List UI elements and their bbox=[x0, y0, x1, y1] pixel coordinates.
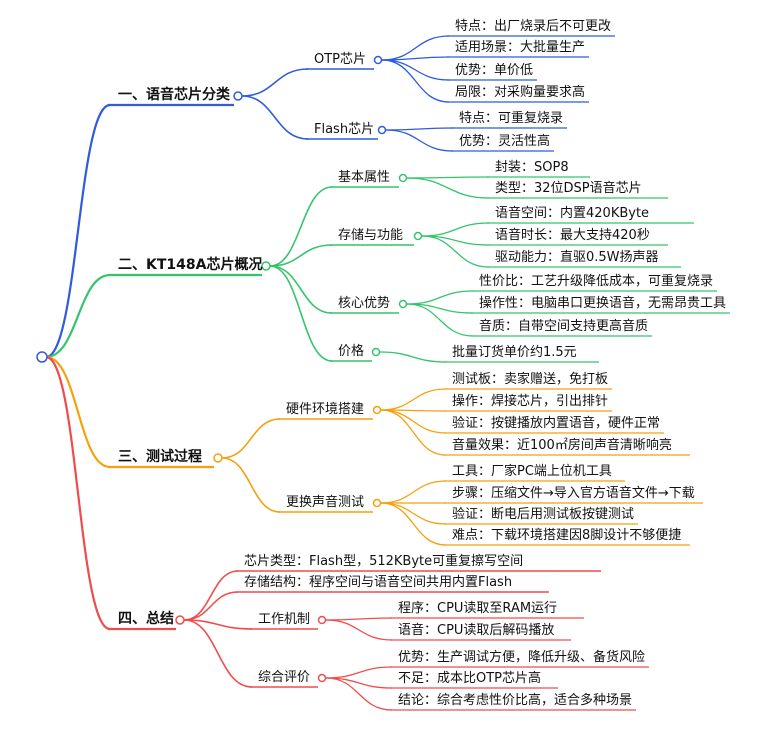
connector-line bbox=[269, 244, 333, 267]
node-collapse-toggle[interactable] bbox=[371, 347, 381, 357]
leaf-label: 优势：生产调试方便，降低升级、备货风险 bbox=[398, 650, 646, 665]
connector-line bbox=[269, 265, 333, 314]
leaf-label: 语音时长：最大支持420秒 bbox=[495, 228, 650, 243]
connector-line bbox=[45, 273, 111, 359]
leaf-label: 性价比：工艺升级降低成本，可重复烧录 bbox=[479, 274, 714, 289]
connector-line bbox=[406, 177, 490, 199]
connector-line bbox=[380, 409, 447, 456]
leaf-label: 语音：CPU读取后解码播放 bbox=[398, 623, 555, 638]
node-collapse-toggle[interactable] bbox=[398, 299, 408, 309]
leaf-label: 音量效果：近100㎡房间声音清晰响亮 bbox=[452, 438, 672, 453]
connector-line bbox=[269, 186, 333, 267]
branch-label: 核心优势 bbox=[338, 296, 391, 311]
leaf-label: 局限：对采购量要求高 bbox=[455, 85, 586, 100]
leaf-label: 测试板：卖家赠送，免打板 bbox=[452, 372, 609, 387]
connector-line bbox=[269, 265, 333, 362]
leaf-label: 特点：出厂烧录后不可更改 bbox=[455, 19, 612, 34]
connector-line bbox=[45, 103, 111, 359]
connector-line bbox=[385, 129, 454, 152]
leaf-label: 优势：灵活性高 bbox=[459, 134, 551, 149]
branch-label: OTP芯片 bbox=[314, 52, 367, 67]
connector-line bbox=[380, 409, 447, 434]
connector-line bbox=[380, 502, 447, 546]
section-label-1: 一、语音芯片分类 bbox=[118, 87, 230, 103]
leaf-label: 操作性：电脑串口更换语音，无需昂贵工具 bbox=[479, 296, 727, 311]
leaf-label: 优势：单价低 bbox=[455, 63, 534, 78]
connector-line bbox=[421, 235, 490, 268]
connector-line bbox=[379, 351, 447, 363]
node-collapse-toggle[interactable] bbox=[372, 498, 382, 508]
leaf-label: 验证：按键播放内置语音，硬件正常 bbox=[452, 416, 661, 431]
branch-label: 综合评价 bbox=[258, 670, 311, 685]
connector-line bbox=[381, 35, 450, 61]
section-label-3: 三、测试过程 bbox=[118, 449, 202, 465]
connector-line bbox=[406, 290, 474, 305]
branch-label: 存储结构：程序空间与语音空间共用内置Flash bbox=[244, 575, 513, 590]
node-collapse-toggle[interactable] bbox=[317, 673, 327, 683]
connector-line bbox=[381, 59, 450, 81]
leaf-label: 结论：综合考虑性价比高，适合多种场景 bbox=[398, 693, 633, 708]
node-collapse-toggle[interactable] bbox=[373, 55, 383, 65]
leaf-label: 难点：下载环境搭建因8脚设计不够便捷 bbox=[452, 528, 682, 543]
section-label-4: 四、总结 bbox=[118, 611, 174, 627]
connector-line bbox=[241, 95, 309, 140]
node-collapse-toggle[interactable] bbox=[377, 125, 387, 135]
branch-label: 硬件环境搭建 bbox=[286, 402, 365, 417]
branch-label: 工作机制 bbox=[258, 612, 311, 627]
branch-label: 存储与功能 bbox=[338, 228, 404, 243]
connector-line bbox=[325, 666, 393, 679]
leaf-label: 工具：厂家PC端上位机工具 bbox=[452, 464, 612, 479]
node-collapse-toggle[interactable] bbox=[213, 453, 223, 463]
node-collapse-toggle[interactable] bbox=[261, 261, 271, 271]
leaf-label: 类型：32位DSP语音芯片 bbox=[495, 181, 642, 196]
branch-label: 更换声音测试 bbox=[286, 495, 365, 510]
connector-line bbox=[380, 480, 447, 504]
leaf-label: 适用场景：大批量生产 bbox=[455, 40, 586, 55]
branch-label: Flash芯片 bbox=[314, 122, 375, 137]
leaf-label: 操作：焊接芯片，引出排针 bbox=[452, 394, 609, 409]
connector-line bbox=[183, 591, 239, 621]
leaf-label: 程序：CPU读取至RAM运行 bbox=[398, 601, 558, 616]
node-collapse-toggle[interactable] bbox=[175, 615, 185, 625]
connector-line bbox=[406, 303, 474, 337]
leaf-label: 驱动能力：直驱0.5W扬声器 bbox=[495, 250, 659, 265]
branch-label: 价格 bbox=[338, 344, 365, 359]
node-collapse-toggle[interactable] bbox=[413, 231, 423, 241]
leaf-label: 步骤：压缩文件→导入官方语音文件→下载 bbox=[452, 486, 695, 501]
section-label-2: 二、KT148A芯片概况 bbox=[118, 257, 263, 273]
leaf-label: 特点：可重复烧录 bbox=[459, 111, 564, 126]
leaf-label: 不足：成本比OTP芯片高 bbox=[398, 671, 542, 686]
connector-line bbox=[380, 388, 447, 411]
leaf-label: 语音空间：内置420KByte bbox=[495, 206, 650, 221]
node-collapse-toggle[interactable] bbox=[317, 615, 327, 625]
connector-line bbox=[183, 619, 253, 630]
node-collapse-toggle[interactable] bbox=[398, 173, 408, 183]
leaf-label: 验证：断电后用测试板按键测试 bbox=[452, 507, 635, 522]
connector-line bbox=[183, 619, 253, 688]
leaf-label: 封装：SOP8 bbox=[495, 160, 569, 175]
connector-line bbox=[45, 355, 111, 469]
branch-label: 芯片类型：Flash型，512KByte可重复擦写空间 bbox=[244, 554, 524, 569]
connector-line bbox=[325, 677, 393, 711]
node-collapse-toggle[interactable] bbox=[372, 405, 382, 415]
connector-line bbox=[183, 570, 239, 621]
connector-line bbox=[325, 617, 393, 621]
branch-label: 基本属性 bbox=[338, 170, 391, 185]
connector-line bbox=[406, 176, 490, 179]
leaf-label: 批量订货单价约1.5元 bbox=[452, 345, 577, 360]
connector-line bbox=[421, 222, 490, 237]
connector-line bbox=[221, 418, 281, 459]
node-collapse-toggle[interactable] bbox=[233, 91, 243, 101]
connector-line bbox=[221, 457, 281, 513]
connector-line bbox=[241, 68, 309, 97]
connector-line bbox=[385, 127, 454, 131]
node-collapse-toggle[interactable] bbox=[36, 351, 48, 363]
connector-line bbox=[45, 355, 111, 631]
leaf-label: 音质：自带空间支持更高音质 bbox=[479, 319, 649, 334]
connector-line bbox=[381, 59, 450, 103]
connector-line bbox=[380, 502, 447, 525]
connector-line bbox=[325, 619, 393, 641]
